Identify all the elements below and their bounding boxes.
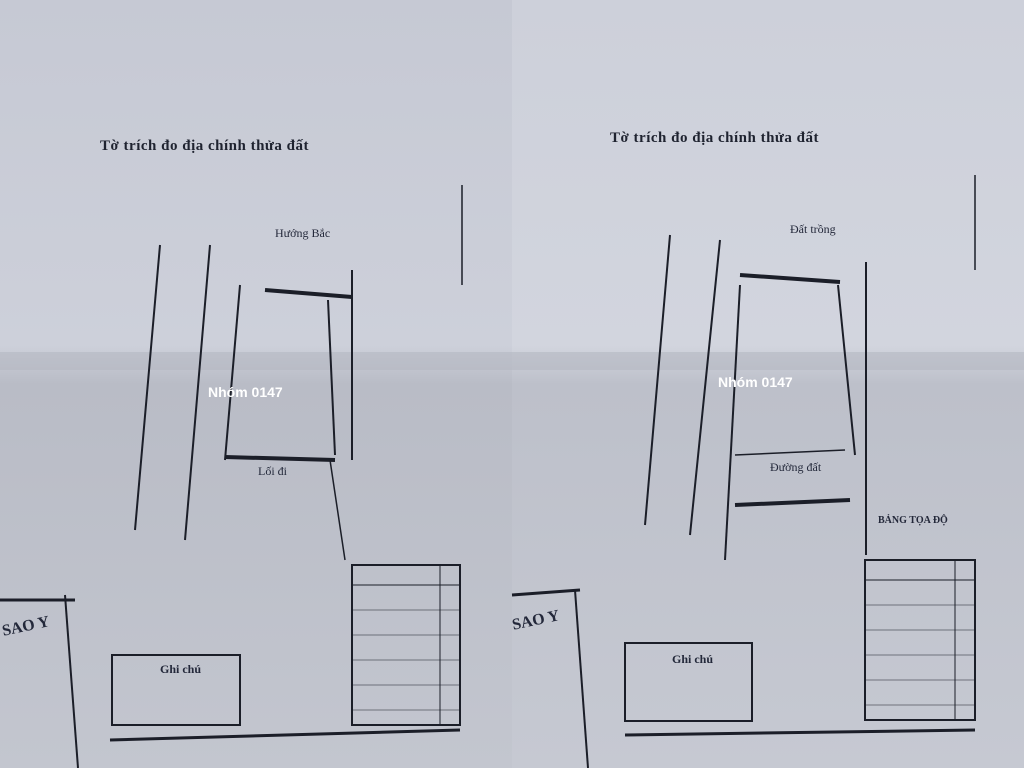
right-plot-code: Nhóm 0147 bbox=[718, 374, 793, 390]
left-plot-code: Nhóm 0147 bbox=[208, 384, 283, 400]
left-road-label: Lối đi bbox=[258, 464, 287, 478]
left-coordinate-table bbox=[351, 564, 461, 726]
right-legend-box bbox=[624, 642, 753, 722]
left-legend-title: Ghi chú bbox=[160, 662, 202, 676]
left-legend-box bbox=[111, 654, 241, 726]
right-table-header: BẢNG TỌA ĐỘ bbox=[878, 515, 948, 526]
left-survey-sheet bbox=[0, 0, 512, 768]
right-coordinate-table bbox=[864, 559, 976, 721]
right-title: Tờ trích đo địa chính thửa đất bbox=[610, 130, 820, 146]
fold-band bbox=[0, 352, 1024, 370]
right-legend-title: Ghi chú bbox=[672, 652, 714, 666]
left-north-label: Hướng Bắc bbox=[275, 226, 331, 240]
right-north-label: Đất trồng bbox=[790, 222, 836, 236]
right-road-label: Đường đất bbox=[770, 460, 822, 474]
right-survey-sheet bbox=[512, 0, 1024, 768]
right-plot-outline bbox=[644, 175, 976, 561]
left-title: Tờ trích đo địa chính thửa đất bbox=[100, 138, 310, 154]
left-plot-outline bbox=[134, 185, 463, 561]
